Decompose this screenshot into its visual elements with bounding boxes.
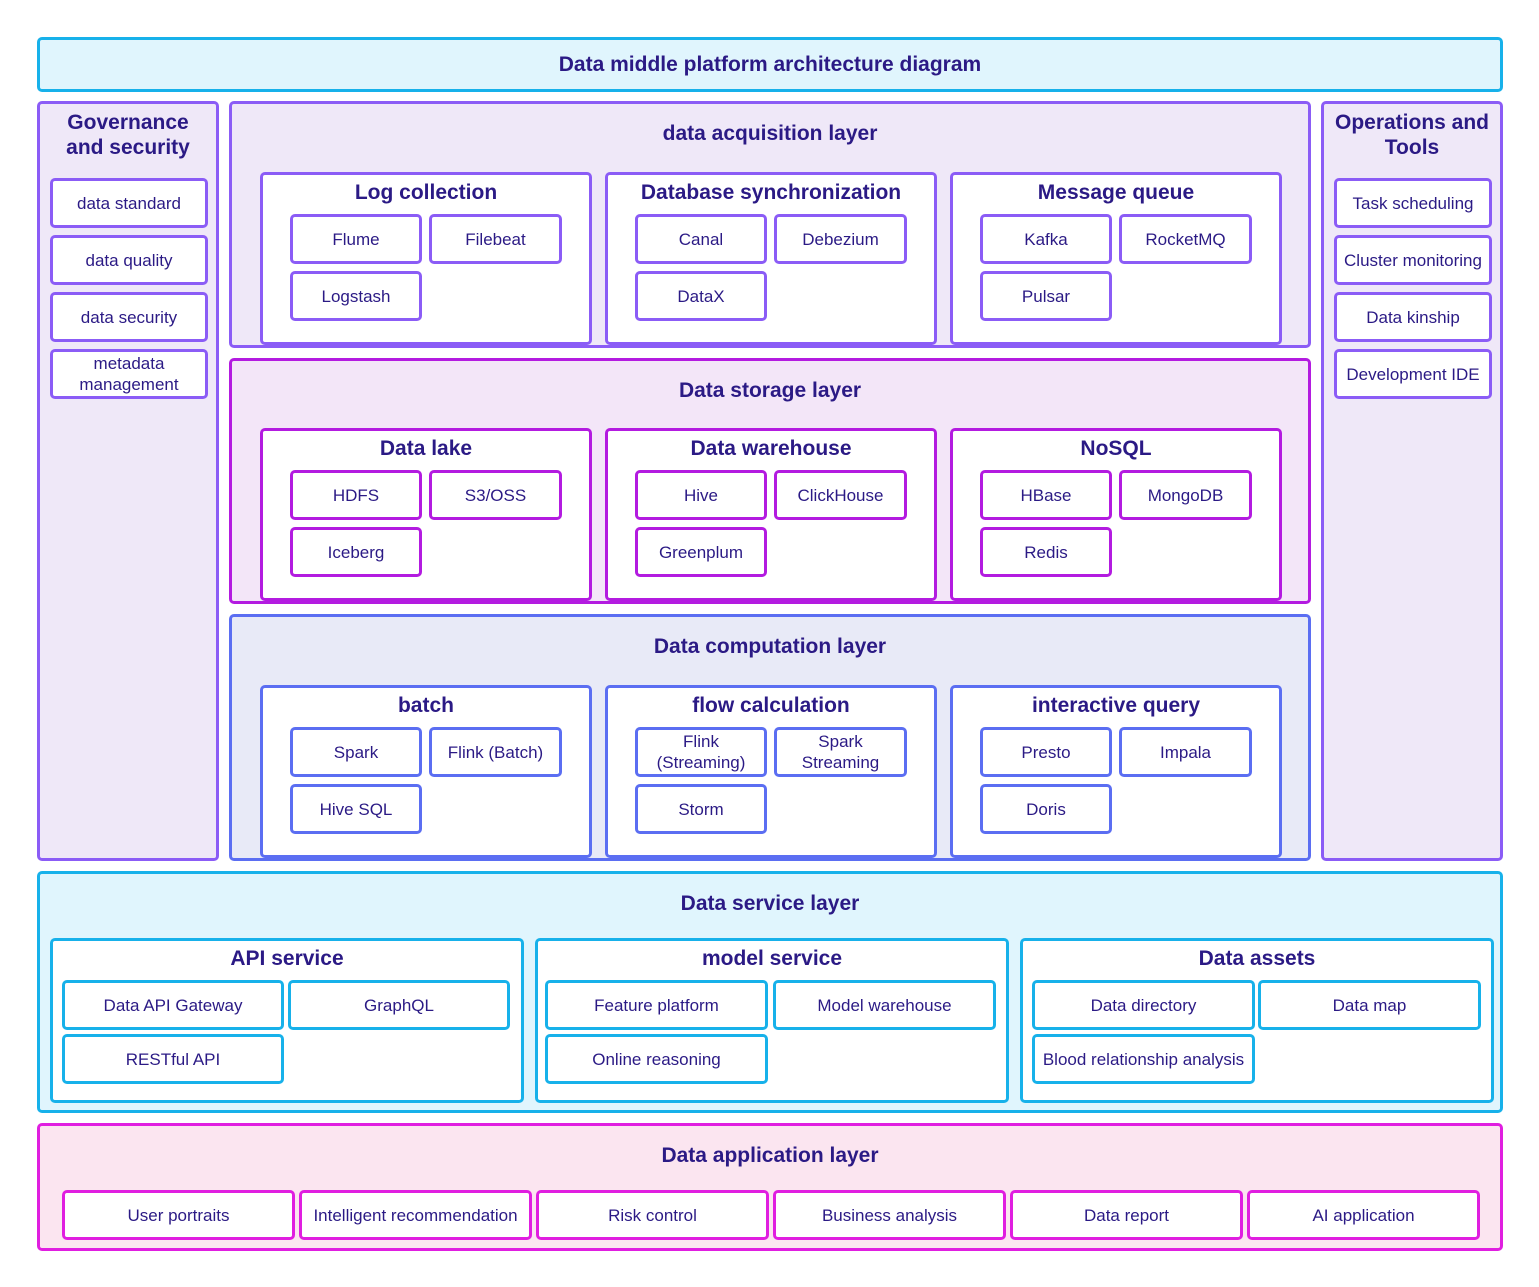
diagram-title: Data middle platform architecture diagra… bbox=[558, 53, 982, 76]
tech-item[interactable]: Flume bbox=[290, 214, 422, 264]
governance-item[interactable]: data standard bbox=[50, 178, 208, 228]
tech-item[interactable]: Logstash bbox=[290, 271, 422, 321]
operations-title: Operations and Tools bbox=[1334, 111, 1490, 159]
tech-item[interactable]: Iceberg bbox=[290, 527, 422, 577]
service-item[interactable]: Data API Gateway bbox=[62, 980, 284, 1030]
service-item[interactable]: Model warehouse bbox=[773, 980, 996, 1030]
service-group: Data assets Data directory Data map Bloo… bbox=[1020, 938, 1494, 1103]
tech-item[interactable]: Canal bbox=[635, 214, 767, 264]
group-title: batch bbox=[397, 694, 454, 717]
application-item[interactable]: User portraits bbox=[62, 1190, 295, 1240]
operations-item[interactable]: Development IDE bbox=[1334, 349, 1492, 399]
acquisition-title: data acquisition layer bbox=[662, 122, 878, 145]
application-item[interactable]: AI application bbox=[1247, 1190, 1480, 1240]
service-item[interactable]: Data directory bbox=[1032, 980, 1255, 1030]
service-item[interactable]: Blood relationship analysis bbox=[1032, 1034, 1255, 1084]
tech-item[interactable]: Redis bbox=[980, 527, 1112, 577]
tech-item[interactable]: ClickHouse bbox=[774, 470, 907, 520]
governance-title: Governance and security bbox=[66, 111, 190, 159]
governance-panel: Governance and security data standard da… bbox=[37, 101, 219, 861]
group-title: Message queue bbox=[1037, 181, 1195, 204]
tech-item[interactable]: HDFS bbox=[290, 470, 422, 520]
acquisition-group: Message queue Kafka RocketMQ Pulsar bbox=[950, 172, 1282, 345]
storage-group: Data warehouse Hive ClickHouse Greenplum bbox=[605, 428, 937, 601]
storage-group: NoSQL HBase MongoDB Redis bbox=[950, 428, 1282, 601]
service-item[interactable]: Online reasoning bbox=[545, 1034, 768, 1084]
computation-layer: Data computation layer batch Spark Flink… bbox=[229, 614, 1311, 861]
group-title: Data warehouse bbox=[690, 437, 852, 460]
acquisition-group: Database synchronization Canal Debezium … bbox=[605, 172, 937, 345]
computation-title: Data computation layer bbox=[653, 635, 887, 658]
group-title: NoSQL bbox=[1080, 437, 1152, 460]
tech-item[interactable]: Spark Streaming bbox=[774, 727, 907, 777]
governance-item[interactable]: data security bbox=[50, 292, 208, 342]
tech-item[interactable]: Hive SQL bbox=[290, 784, 422, 834]
tech-item[interactable]: HBase bbox=[980, 470, 1112, 520]
group-title: model service bbox=[701, 947, 843, 970]
tech-item[interactable]: Impala bbox=[1119, 727, 1252, 777]
application-item[interactable]: Risk control bbox=[536, 1190, 769, 1240]
computation-group: batch Spark Flink (Batch) Hive SQL bbox=[260, 685, 592, 858]
tech-item[interactable]: Flink (Batch) bbox=[429, 727, 562, 777]
application-item[interactable]: Business analysis bbox=[773, 1190, 1006, 1240]
storage-title: Data storage layer bbox=[678, 379, 862, 402]
acquisition-layer: data acquisition layer Log collection Fl… bbox=[229, 101, 1311, 348]
service-item[interactable]: Data map bbox=[1258, 980, 1481, 1030]
service-item[interactable]: RESTful API bbox=[62, 1034, 284, 1084]
application-title: Data application layer bbox=[661, 1144, 879, 1167]
tech-item[interactable]: Debezium bbox=[774, 214, 907, 264]
application-item[interactable]: Intelligent recommendation bbox=[299, 1190, 532, 1240]
service-item[interactable]: GraphQL bbox=[288, 980, 510, 1030]
tech-item[interactable]: Hive bbox=[635, 470, 767, 520]
governance-item[interactable]: metadata management bbox=[50, 349, 208, 399]
group-title: Data lake bbox=[379, 437, 473, 460]
operations-item[interactable]: Task scheduling bbox=[1334, 178, 1492, 228]
operations-panel: Operations and Tools Task scheduling Clu… bbox=[1321, 101, 1503, 861]
tech-item[interactable]: Pulsar bbox=[980, 271, 1112, 321]
group-title: flow calculation bbox=[692, 694, 850, 717]
tech-item[interactable]: Filebeat bbox=[429, 214, 562, 264]
tech-item[interactable]: Storm bbox=[635, 784, 767, 834]
operations-item[interactable]: Data kinship bbox=[1334, 292, 1492, 342]
computation-group: flow calculation Flink (Streaming) Spark… bbox=[605, 685, 937, 858]
operations-item[interactable]: Cluster monitoring bbox=[1334, 235, 1492, 285]
group-title: API service bbox=[230, 947, 344, 970]
tech-item[interactable]: Spark bbox=[290, 727, 422, 777]
application-layer: Data application layer User portraits In… bbox=[37, 1123, 1503, 1251]
service-title: Data service layer bbox=[680, 892, 860, 915]
service-group: model service Feature platform Model war… bbox=[535, 938, 1009, 1103]
storage-layer: Data storage layer Data lake HDFS S3/OSS… bbox=[229, 358, 1311, 604]
tech-item[interactable]: Presto bbox=[980, 727, 1112, 777]
computation-group: interactive query Presto Impala Doris bbox=[950, 685, 1282, 858]
acquisition-group: Log collection Flume Filebeat Logstash bbox=[260, 172, 592, 345]
application-item[interactable]: Data report bbox=[1010, 1190, 1243, 1240]
tech-item[interactable]: S3/OSS bbox=[429, 470, 562, 520]
tech-item[interactable]: Doris bbox=[980, 784, 1112, 834]
service-layer: Data service layer API service Data API … bbox=[37, 871, 1503, 1113]
group-title: Log collection bbox=[354, 181, 498, 204]
group-title: interactive query bbox=[1031, 694, 1201, 717]
tech-item[interactable]: MongoDB bbox=[1119, 470, 1252, 520]
tech-item[interactable]: Flink (Streaming) bbox=[635, 727, 767, 777]
service-group: API service Data API Gateway GraphQL RES… bbox=[50, 938, 524, 1103]
tech-item[interactable]: DataX bbox=[635, 271, 767, 321]
tech-item[interactable]: Kafka bbox=[980, 214, 1112, 264]
group-title: Database synchronization bbox=[640, 181, 902, 204]
tech-item[interactable]: RocketMQ bbox=[1119, 214, 1252, 264]
governance-item[interactable]: data quality bbox=[50, 235, 208, 285]
group-title: Data assets bbox=[1198, 947, 1316, 970]
title-bar: Data middle platform architecture diagra… bbox=[37, 37, 1503, 92]
tech-item[interactable]: Greenplum bbox=[635, 527, 767, 577]
service-item[interactable]: Feature platform bbox=[545, 980, 768, 1030]
storage-group: Data lake HDFS S3/OSS Iceberg bbox=[260, 428, 592, 601]
